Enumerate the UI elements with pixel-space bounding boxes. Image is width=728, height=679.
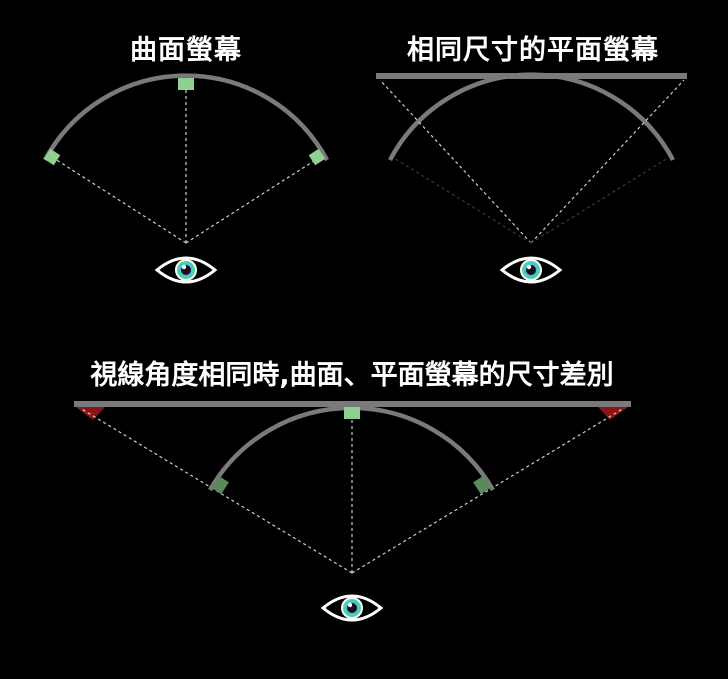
overflow-marker-right <box>598 407 628 420</box>
comparison-marker-left <box>211 475 229 495</box>
eye-icon <box>155 256 217 284</box>
edge-marker-right <box>308 148 326 166</box>
curved-screen <box>43 73 329 162</box>
sight-line-dim-left <box>393 157 532 244</box>
sight-line-right <box>185 156 321 244</box>
sight-line-compare-right <box>351 407 625 574</box>
sight-line-compare-left <box>79 407 353 574</box>
comparison-diagram <box>74 401 631 622</box>
sight-line-left <box>51 156 187 244</box>
curved-screen-diagram <box>43 73 329 284</box>
sight-line-dim-right <box>530 157 669 244</box>
comparison-title: 視線角度相同時,曲面、平面螢幕的尺寸差別 <box>90 360 614 391</box>
flat-screen-diagram <box>376 72 687 284</box>
sight-line-flat-right <box>530 79 685 244</box>
curved-screen-title: 曲面螢幕 <box>130 35 242 66</box>
eye-icon <box>321 594 383 622</box>
curved-screen-reference <box>388 72 675 162</box>
comparison-marker-center <box>344 407 360 419</box>
comparison-marker-right <box>473 475 491 495</box>
eye-icon <box>500 256 562 284</box>
sight-line-flat-left <box>379 79 532 244</box>
overflow-marker-left <box>76 407 105 420</box>
flat-screen-title: 相同尺寸的平面螢幕 <box>407 35 659 66</box>
edge-marker-left <box>43 148 61 166</box>
edge-marker-center <box>178 78 194 90</box>
